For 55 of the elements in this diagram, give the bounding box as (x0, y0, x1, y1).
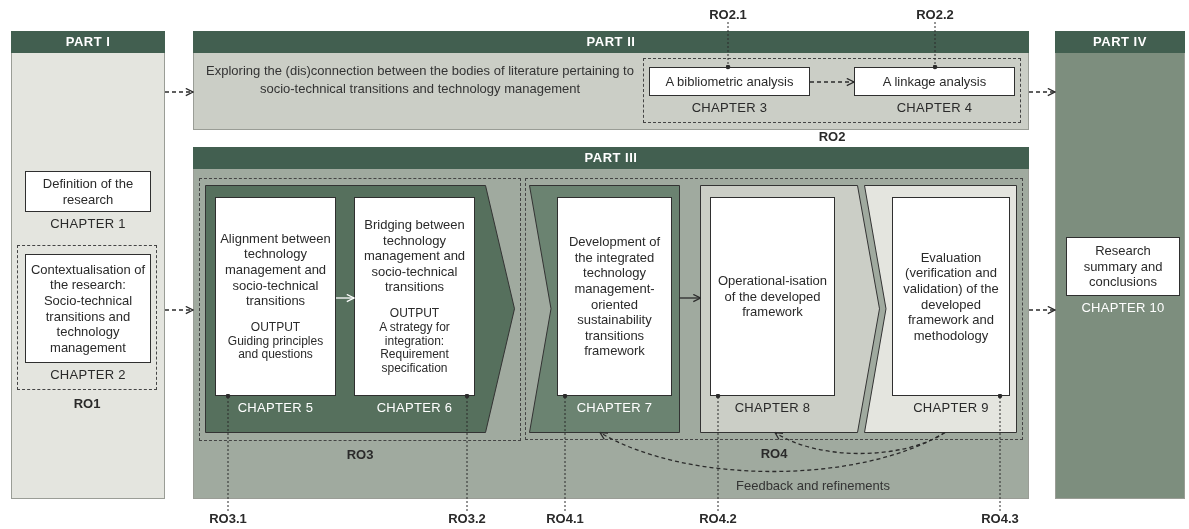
panel-text: Exploring the (dis)connection between the bodies of literature pertaining to socio-technical transitions and technology management (205, 62, 635, 98)
output-description: Guiding principles and questions (226, 334, 325, 363)
objective-label: RO3.2 (447, 511, 487, 526)
leader-line (725, 21, 731, 70)
objective-label: RO1 (72, 396, 102, 411)
arrow (809, 77, 855, 87)
chapter-label: CHAPTER 5 (236, 400, 315, 415)
arrow (164, 87, 194, 97)
chapter-label: CHAPTER 4 (895, 100, 974, 115)
chapter-label: CHAPTER 3 (690, 100, 769, 115)
box-title: Operational-isation of the developed framework (716, 273, 829, 320)
objective-label: RO3.1 (208, 511, 248, 526)
objective-label: RO2 (817, 129, 847, 144)
objective-label: RO4 (759, 446, 789, 461)
objective-label: RO4.3 (980, 511, 1020, 526)
leader-line (464, 393, 470, 512)
objective-label: RO4.2 (698, 511, 738, 526)
box-title: Definition of the research (41, 175, 135, 208)
chapter-label: CHAPTER 2 (49, 367, 127, 382)
part-heading: PART III (193, 147, 1029, 169)
chapter-label: CHAPTER 6 (375, 400, 454, 415)
objective-label: RO2.1 (708, 7, 748, 22)
arrow (1028, 305, 1056, 315)
objective-label: RO2.2 (915, 7, 955, 22)
box-title: Research summary and conclusions (1082, 243, 1164, 290)
box-title: A bibliometric analysis (665, 73, 794, 90)
box-title: Development of the integrated technology management-oriented sustainability transitions framework (567, 234, 662, 359)
objective-label: RO3 (345, 447, 375, 462)
chapter-label: CHAPTER 1 (49, 216, 127, 231)
leader-line (225, 393, 231, 512)
box-title: Evaluation (verification and validation) of the developed framework and methodology (902, 249, 1000, 344)
chapter-label: CHAPTER 10 (1080, 300, 1166, 315)
output-heading: OUTPUT (250, 320, 301, 335)
output-description: A strategy for integration: Requirement specification (378, 320, 451, 376)
box-title: Contextualisation of the research: Socio-technical transitions and technology management (30, 261, 146, 356)
arrow (335, 293, 355, 303)
chapter-label: CHAPTER 7 (575, 400, 654, 415)
arrow (678, 293, 702, 303)
chapter-label: CHAPTER 8 (733, 400, 812, 415)
leader-line (715, 393, 721, 512)
box-title: Alignment between technology management and socio-technical transitions (220, 230, 331, 309)
box-title: Bridging between technology management and socio-technical transitions (362, 217, 467, 295)
leader-line (932, 21, 938, 70)
part-heading: PART II (193, 31, 1029, 53)
part-heading: PART I (11, 31, 165, 53)
leader-line (562, 393, 568, 512)
arrow (1028, 87, 1056, 97)
arrow (164, 305, 194, 315)
output-heading: OUTPUT (389, 307, 440, 321)
objective-label: RO4.1 (545, 511, 585, 526)
chapter-label: CHAPTER 9 (912, 400, 990, 415)
box-title: A linkage analysis (882, 73, 987, 90)
part-heading: PART IV (1055, 31, 1185, 53)
curved-arrow (774, 431, 946, 455)
leader-line (997, 393, 1003, 512)
